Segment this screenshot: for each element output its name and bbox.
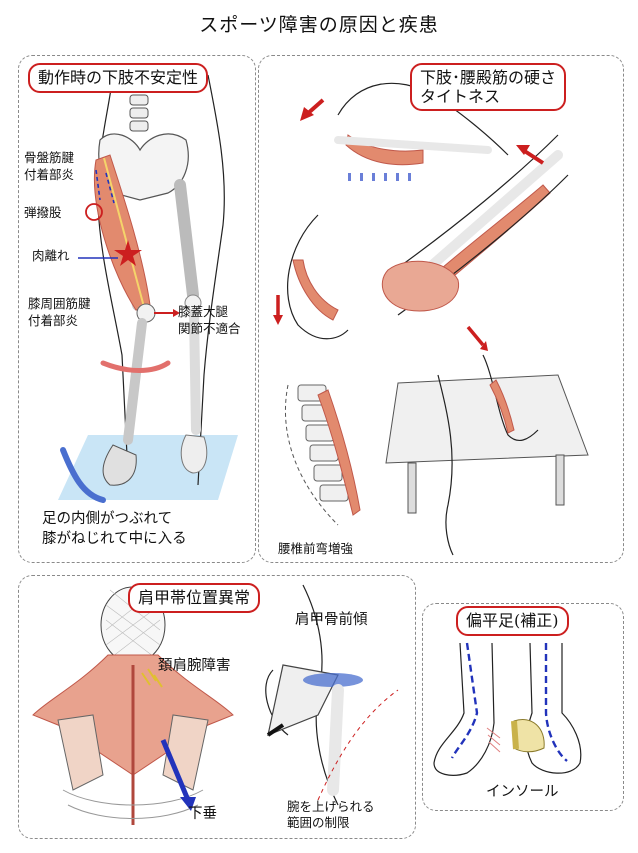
arrow-leg-up-head — [300, 107, 314, 121]
right-foot — [180, 434, 208, 474]
tilt-arrow — [303, 673, 363, 687]
label-pelvic-tendon-2: 付着部炎 — [24, 167, 75, 182]
arrow-raise-head — [516, 145, 530, 155]
label-neck-shoulder-arm: 頚肩腕障害 — [158, 658, 231, 674]
panel-lower-limb-heading: 動作時の下肢不安定性 — [28, 63, 209, 93]
arrow-down-head — [273, 315, 283, 325]
panel-flatfoot-heading: 偏平足(補正) — [456, 606, 569, 636]
caption-range-limit-1: 腕を上げられる — [287, 799, 375, 814]
panel-shoulder-heading: 肩甲帯位置異常 — [128, 583, 261, 613]
right-shin — [189, 308, 201, 435]
panel-flatfoot — [422, 603, 624, 811]
shoulder-blade-left — [57, 714, 104, 791]
caption-lower-limb-1: 足の内側がつぶれて — [42, 511, 173, 527]
page-title: スポーツ障害の原因と疾患 — [199, 14, 439, 36]
lumbar-curve — [284, 384, 339, 526]
humerus — [327, 684, 344, 796]
tightness-heading-line-2: タイトネス — [420, 87, 501, 106]
range-limit-curve — [317, 689, 399, 801]
caption-range-limit-2: 範囲の制限 — [287, 815, 350, 830]
label-droop: 下垂 — [188, 806, 217, 822]
left-shin — [123, 318, 147, 445]
label-muscle-strain: 肉離れ — [32, 248, 70, 263]
shoulder-illustration — [32, 584, 399, 825]
caption-lower-limb-2: 膝がねじれて中に入る — [42, 531, 187, 547]
left-foot-arch-line — [450, 642, 479, 759]
snapping-hip-marker — [85, 203, 103, 221]
table-leg-right — [555, 454, 565, 506]
insole-edge — [511, 720, 519, 750]
droop-arrow — [160, 739, 191, 801]
arrow-seated-head — [480, 341, 488, 351]
seated-figure — [437, 354, 539, 556]
lying-femur — [334, 136, 492, 154]
lower-limb-illustration — [58, 74, 238, 503]
tightness-heading-line-1: 下肢･腰殿筋の硬さ — [420, 68, 557, 87]
right-foot-arch-line — [544, 643, 568, 762]
press-arrows-1 — [348, 173, 411, 181]
lying-torso — [381, 260, 460, 312]
right-femur — [174, 179, 199, 301]
patella-pointer-head — [173, 309, 180, 317]
pelvic-tendon-arrow — [95, 169, 115, 204]
table-leg-left — [407, 462, 417, 514]
left-foot-collapse-marks — [486, 727, 501, 753]
side-scapula-edge — [266, 723, 285, 737]
label-lumbar-lordosis: 腰椎前弯増強 — [278, 541, 354, 556]
left-foot-outline — [433, 642, 495, 776]
neck-pain-marks — [141, 668, 163, 688]
bent-leg-muscle — [292, 259, 339, 321]
insole-wedge — [513, 719, 545, 753]
knee-twist-arrow — [100, 360, 171, 373]
label-patellofemoral-2: 関節不適合 — [178, 321, 241, 336]
right-foot-outline — [525, 642, 582, 774]
foot-collapse-arrow — [60, 447, 106, 503]
label-knee-tendon-2: 付着部炎 — [28, 313, 79, 328]
strain-star — [114, 240, 142, 266]
thigh-muscle-tendon — [103, 157, 145, 308]
label-knee-tendon-1: 膝周囲筋腱 — [28, 296, 91, 311]
label-patellofemoral-1: 膝蓋大腿 — [178, 304, 229, 319]
label-pelvic-tendon-1: 骨盤筋腱 — [24, 150, 75, 165]
lumbar-muscle — [317, 389, 361, 516]
label-snapping-hip: 弾撥股 — [24, 205, 62, 220]
droop-arrow-head — [180, 797, 196, 811]
bent-leg-outline — [287, 214, 349, 340]
arrow-raise — [521, 148, 545, 165]
label-scapula-tilt: 肩甲骨前傾 — [295, 612, 368, 628]
lumbar-spine — [129, 94, 149, 132]
table-top — [385, 374, 589, 464]
panel-tightness-heading: 下肢･腰殿筋の硬さ タイトネス — [410, 63, 567, 111]
tightness-illustration — [273, 82, 589, 556]
arrow-seated — [466, 325, 485, 347]
ribcage — [62, 789, 204, 819]
flatfoot-illustration — [433, 642, 582, 776]
left-foot — [102, 444, 137, 486]
label-insole: インソール — [486, 784, 559, 800]
seated-leg-muscle — [489, 379, 515, 434]
